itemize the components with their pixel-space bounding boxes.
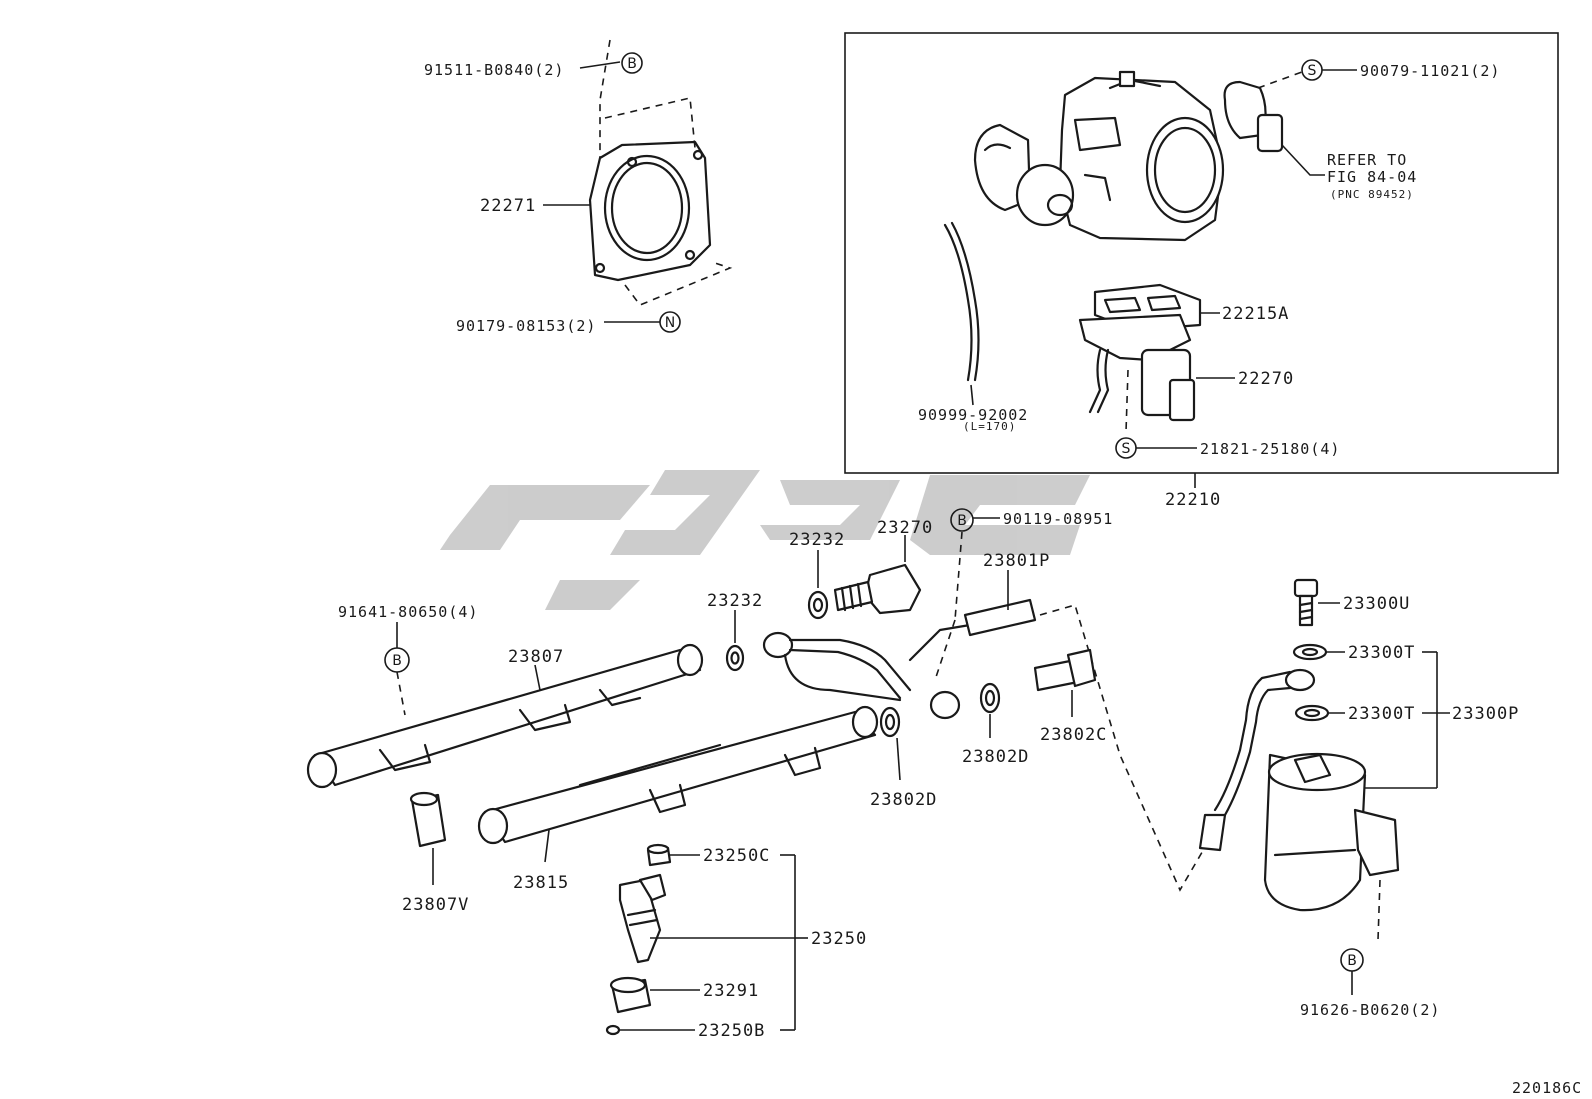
label-23291: 23291 — [703, 981, 759, 1001]
label-91626-B0620: 91626-B0620(2) — [1300, 1001, 1440, 1019]
label-22270: 22270 — [1238, 369, 1294, 389]
refer-text-2: FIG 84-04 — [1327, 168, 1417, 186]
svg-text:B: B — [627, 56, 637, 72]
fuel-filter-hose-illustration — [1198, 668, 1316, 852]
svg-text:B: B — [392, 653, 402, 669]
label-22210: 22210 — [1165, 490, 1221, 510]
label-23300T-b: 23300T — [1348, 704, 1415, 724]
label-90999-92002: 90999-92002 — [918, 406, 1028, 424]
label-23802C: 23802C — [1040, 725, 1107, 745]
washer-23802D-b — [979, 682, 1001, 714]
gasket-23232-b — [725, 644, 745, 672]
diagram-code: 220186C — [1512, 1079, 1582, 1097]
label-23802D-b: 23802D — [962, 747, 1029, 767]
label-23815: 23815 — [513, 873, 569, 893]
svg-text:B: B — [957, 513, 967, 529]
label-90079-11021: 90079-11021(2) — [1360, 62, 1500, 80]
svg-text:B: B — [1347, 953, 1357, 969]
label-23802D-a: 23802D — [870, 790, 937, 810]
marker-b-icon — [950, 508, 974, 532]
label-23250C: 23250C — [703, 846, 770, 866]
label-22271: 22271 — [480, 196, 536, 216]
fuel-rail-lh-illustration — [306, 643, 704, 789]
label-23807: 23807 — [508, 647, 564, 667]
label-23801P: 23801P — [983, 551, 1050, 571]
label-23270: 23270 — [877, 518, 933, 538]
label-23232-b: 23232 — [707, 591, 763, 611]
label-91511-B0840: 91511-B0840(2) — [424, 61, 564, 79]
label-23300U: 23300U — [1343, 594, 1410, 614]
washer-23802D-a — [879, 706, 901, 738]
watermark-logo — [440, 470, 1090, 610]
refer-text-1: REFER TO — [1327, 151, 1407, 169]
gasket-23300T-a — [1292, 643, 1328, 661]
throttle-body-illustration — [973, 70, 1225, 242]
union-bolt-illustration — [1033, 648, 1097, 692]
svg-text:S: S — [1122, 441, 1131, 457]
fuel-rail-rh-illustration — [477, 705, 879, 845]
svg-text:S: S — [1308, 63, 1317, 79]
marker-b-icon — [621, 52, 643, 74]
injector-illustration — [605, 843, 672, 1036]
label-23300P: 23300P — [1452, 704, 1519, 724]
iac-valve-illustration — [1078, 283, 1202, 422]
throttle-body-box — [844, 32, 1559, 474]
fuel-filter-illustration — [1263, 752, 1400, 912]
throttle-position-sensor — [1223, 80, 1284, 153]
gasket-23232-a — [807, 590, 829, 620]
throttle-gasket-illustration — [588, 140, 712, 282]
refer-text-3: (PNC 89452) — [1330, 188, 1414, 201]
label-hose-length: (L=170) — [963, 420, 1016, 433]
label-23300T-a: 23300T — [1348, 643, 1415, 663]
label-23807V: 23807V — [402, 895, 469, 915]
marker-n-icon — [659, 311, 681, 333]
insulator-illustration — [409, 791, 447, 848]
label-23232-a: 23232 — [789, 530, 845, 550]
fuel-pipe-illustration — [762, 598, 1037, 720]
hose-illustration — [943, 223, 973, 382]
label-23250: 23250 — [811, 929, 867, 949]
label-21821-25180: 21821-25180(4) — [1200, 440, 1340, 458]
label-91641-80650: 91641-80650(4) — [338, 603, 478, 621]
label-23250B: 23250B — [698, 1021, 765, 1041]
label-90119-08951: 90119-08951 — [1003, 510, 1113, 528]
label-22215A: 22215A — [1222, 304, 1289, 324]
svg-text:N: N — [665, 315, 675, 331]
fuel-filter-bolt-illustration — [1293, 578, 1319, 627]
pulsation-damper-illustration — [833, 563, 922, 615]
label-90179-08153: 90179-08153(2) — [456, 317, 596, 335]
gasket-23300T-b — [1294, 704, 1330, 722]
